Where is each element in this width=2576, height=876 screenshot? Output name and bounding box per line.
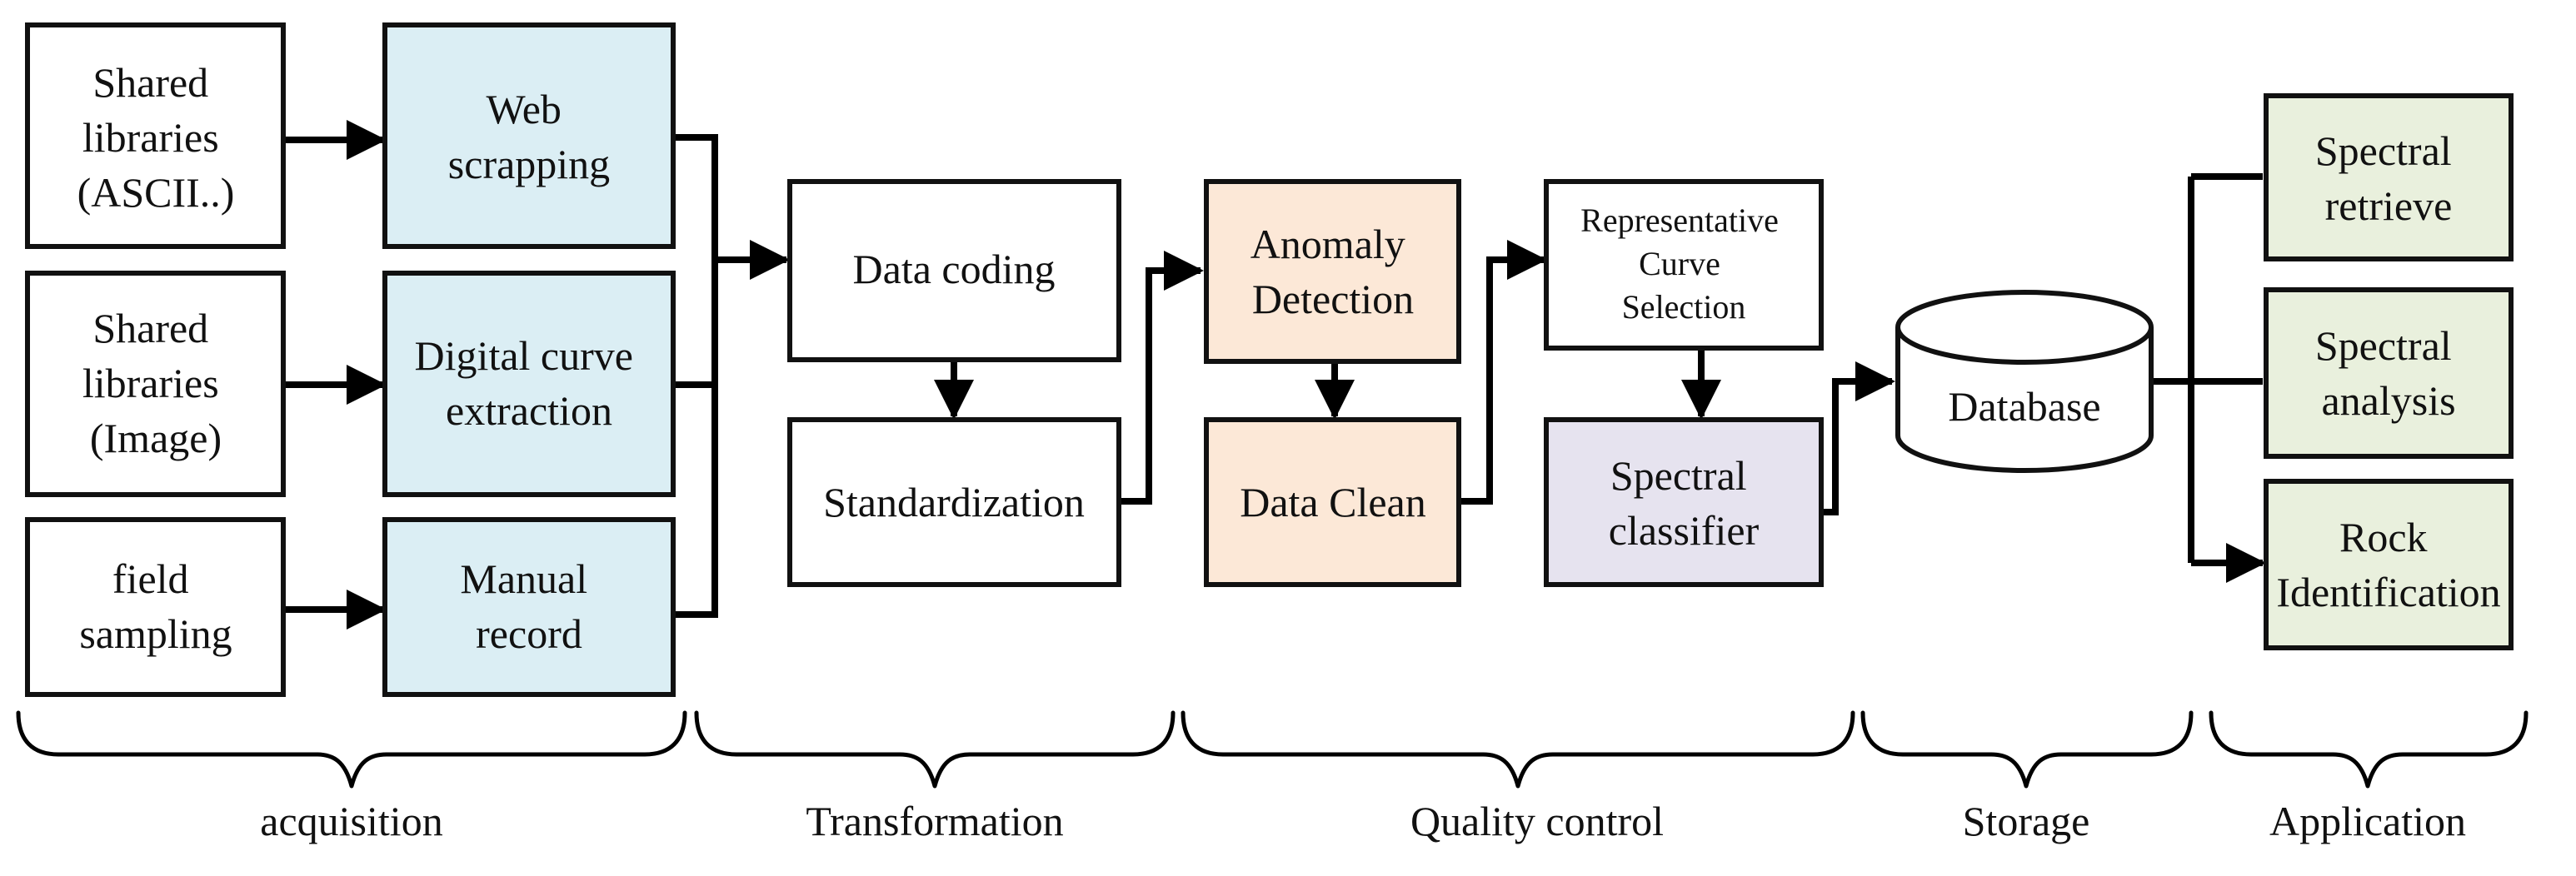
label-line: Manual [460,555,587,602]
stage-label-quality-control: Quality control [1410,798,1664,844]
label-line: Identification [2276,569,2500,615]
svg-text:Standardization: Standardization [823,479,1085,525]
svg-text:Manual record: Manual record [460,555,597,657]
svg-text:Shared libraries (: Shared libraries (ASCII..) [77,59,235,216]
arrow-clean-to-representative [1458,240,1547,505]
svg-text:Spectral analysis: Spectral analysis [2315,322,2462,424]
node-web-scrapping: Web scrapping [382,22,676,249]
svg-text:Shared libraries (: Shared libraries (Image) [82,305,229,461]
label-line: field [112,555,189,602]
svg-text:Web scrapping: Web scrapping [448,86,610,187]
label-line: Representative [1580,202,1779,239]
label-line: scrapping [448,141,610,187]
connector-acquisition-merge [673,134,786,618]
arrow-database-to-applications [2152,173,2263,563]
label-line: Digital curve [415,332,633,379]
node-anomaly-detection: Anomaly Detection [1204,179,1461,364]
label-line: Detection [1252,276,1414,322]
label-line: Rock [2339,514,2428,560]
svg-text:Data coding: Data coding [853,246,1056,292]
stage-label-application: Application [2269,798,2466,844]
label-line: extraction [446,387,612,434]
label-line: Shared [92,305,208,351]
label-line: classifier [1609,507,1760,554]
label-line: analysis [2321,377,2455,424]
brace-storage [1860,710,2194,789]
node-field-sampling: field sampling [25,517,286,697]
svg-text:Database: Database [1948,383,2100,430]
label-line: Data coding [853,246,1056,292]
stage-braces [16,710,2529,789]
label-line: record [476,610,582,657]
database-cylinder-icon [1895,290,2154,473]
label-line: Database [1948,383,2100,430]
node-digital-curve-extraction: Digital curve extraction [382,271,676,497]
node-database: Database [1895,290,2154,473]
node-shared-libraries-image: Shared libraries (Image) [25,271,286,497]
stage-labels: acquisition Transformation Quality contr… [260,798,2466,844]
label-line: Selection [1622,288,1746,326]
label-line: libraries [82,114,219,161]
stage-label-transformation: Transformation [806,798,1063,844]
brace-quality-control [1181,710,1855,789]
node-representative-curve-selection: Representative Curve Selection [1544,179,1824,351]
label-line: (ASCII..) [77,169,235,216]
node-spectral-analysis: Spectral analysis [2264,287,2514,459]
label-line: Spectral [2315,127,2452,174]
svg-text:field sampling: field sampling [79,555,232,657]
node-spectral-classifier: Spectral classifier [1544,417,1824,587]
node-rock-identification: Rock Identification [2264,479,2514,650]
node-data-coding: Data coding [787,179,1121,362]
database-cylinder-rim [1895,326,2154,365]
arrow-standardization-to-anomaly [1120,251,1204,505]
svg-text:Digital curve extraction: Digital curve extraction [415,332,644,434]
svg-text:Rock Identification: Rock Identification [2276,514,2500,615]
arrow-classifier-to-database [1822,361,1895,515]
label-line: sampling [79,610,232,657]
node-manual-record: Manual record [382,517,676,697]
brace-application [2209,710,2529,789]
stage-label-acquisition: acquisition [260,798,442,844]
node-standardization: Standardization [787,417,1121,587]
node-data-clean: Data Clean [1204,417,1461,587]
node-shared-libraries-ascii: Shared libraries (ASCII..) [25,22,286,249]
label-line: retrieve [2325,182,2453,229]
stage-label-storage: Storage [1963,798,2090,844]
label-line: Curve [1639,245,1720,282]
svg-text:Spectral retrieve: Spectral retrieve [2315,127,2462,229]
connectors [283,120,2263,630]
svg-text:Spectral classifier: Spectral classifier [1609,452,1760,554]
label-line: Web [487,86,562,132]
label-line: Spectral [1610,452,1747,499]
svg-text:Representative Curve: Representative Curve Selection [1580,202,1787,326]
svg-text:Data Clean: Data Clean [1240,479,1426,525]
label-line: libraries [82,360,219,406]
label-line: Spectral [2315,322,2452,369]
label-line: Shared [92,59,208,106]
label-line: Anomaly [1251,221,1405,267]
svg-text:Anomaly Detection: Anomaly Detection [1251,221,1416,322]
brace-transformation [694,710,1176,789]
node-spectral-retrieve: Spectral retrieve [2264,93,2514,261]
brace-acquisition [16,710,687,789]
label-line: Standardization [823,479,1085,525]
label-line: (Image) [90,415,222,461]
label-line: Data Clean [1240,479,1426,525]
